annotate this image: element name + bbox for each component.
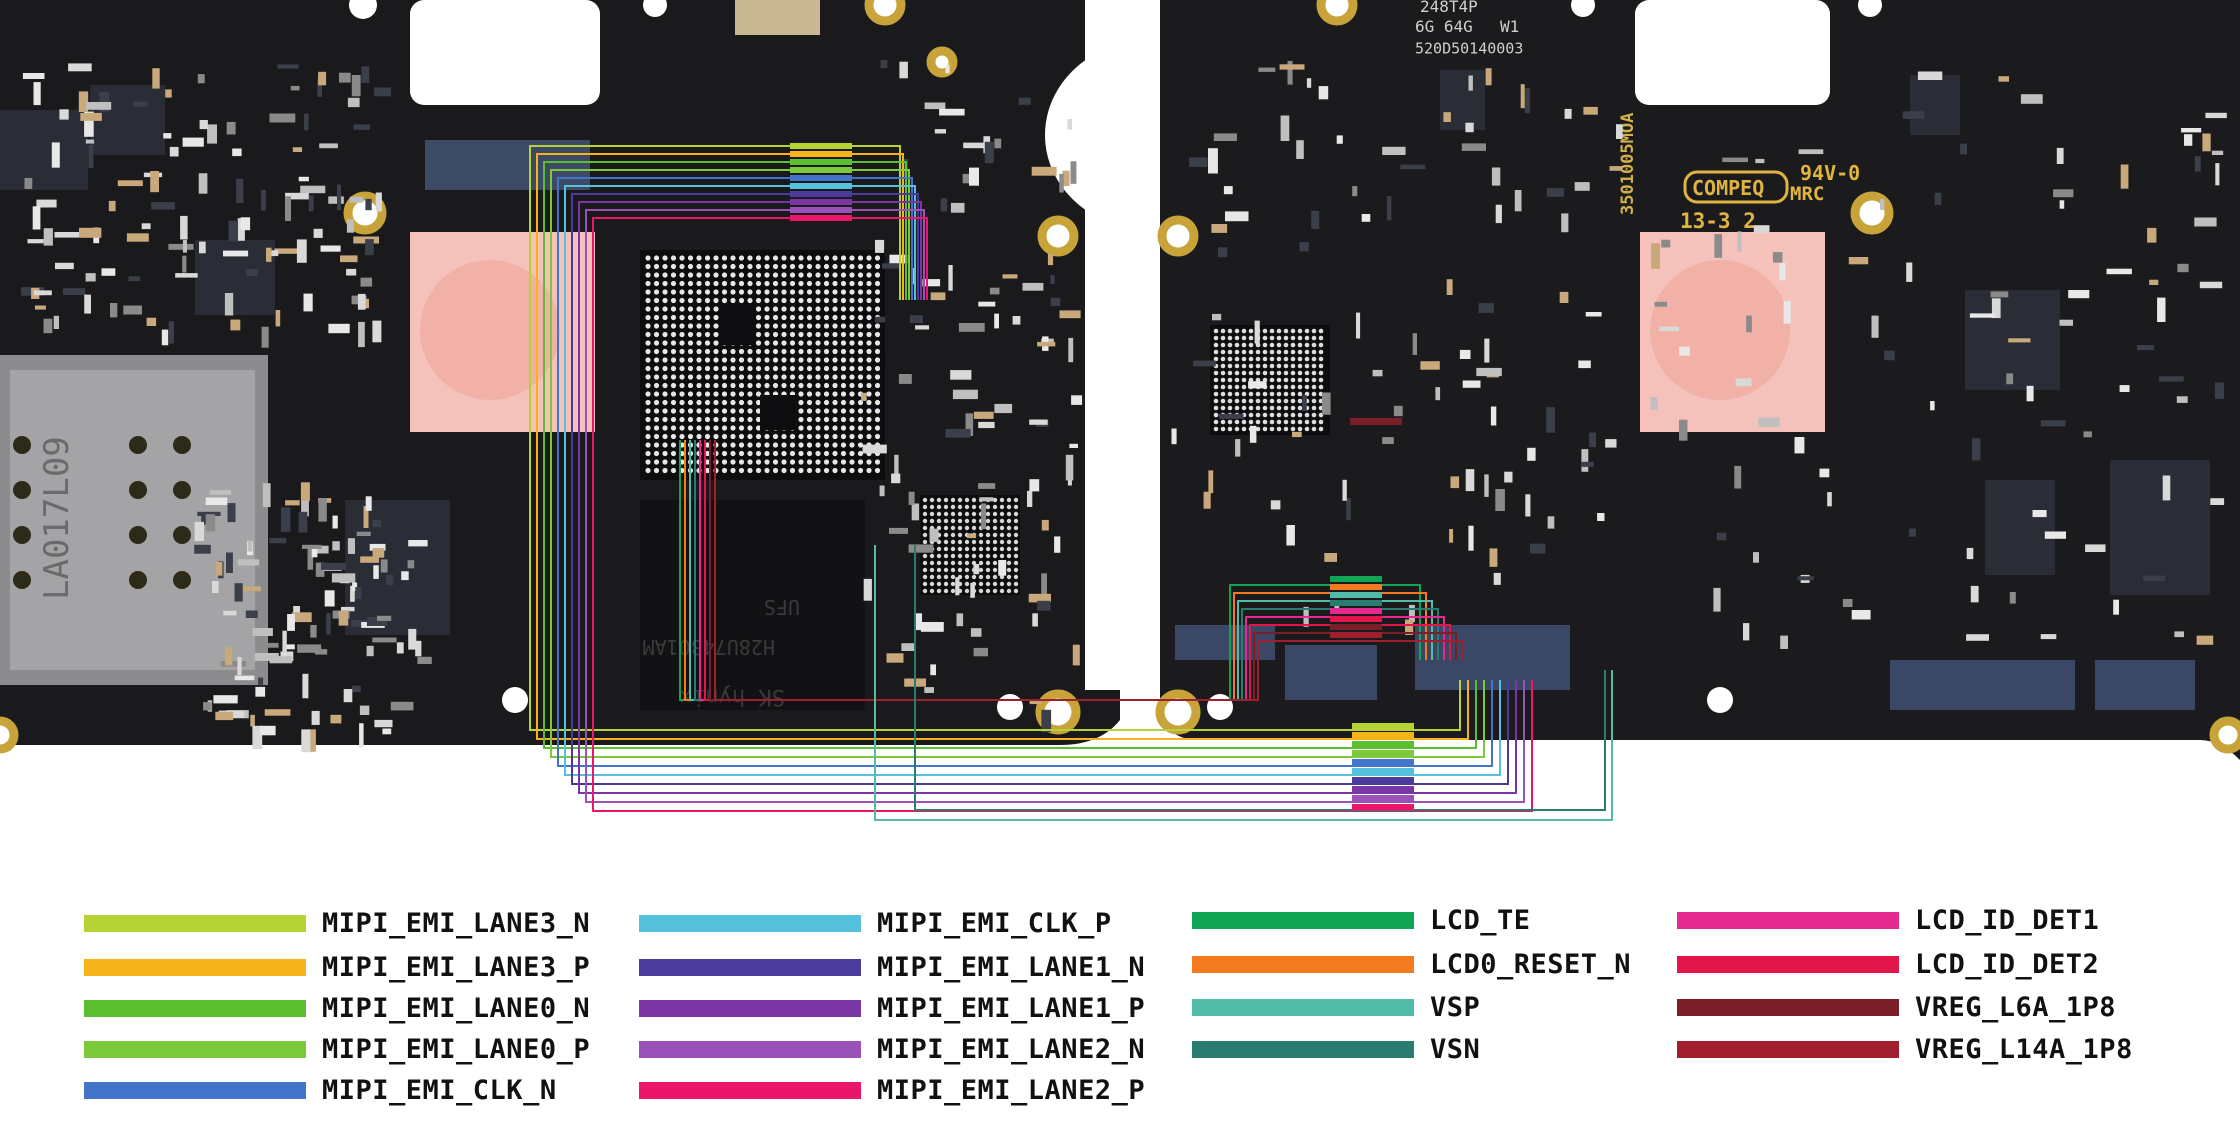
board-cert: 94V-0 xyxy=(1800,161,1860,185)
board-sku: 248T4P xyxy=(1420,0,1478,16)
legend-label: LCD_ID_DET1 xyxy=(1915,904,2100,936)
legend-label: VREG_L14A_1P8 xyxy=(1915,1033,2133,1065)
legend-label: MIPI_EMI_LANE3_N xyxy=(322,907,591,939)
flash-part-number: H28U74301AM xyxy=(643,635,775,659)
legend-label: MIPI_EMI_LANE1_N xyxy=(877,951,1146,983)
mounting-holes xyxy=(0,0,2240,754)
legend-item: MIPI_EMI_LANE2_P xyxy=(639,1073,1145,1107)
flash-type: UFS xyxy=(764,595,800,619)
board-mem: 6G 64G xyxy=(1415,17,1473,36)
legend-swatch xyxy=(84,999,306,1017)
legend-swatch xyxy=(1192,911,1414,929)
legend-item: MIPI_EMI_CLK_P xyxy=(639,906,1112,940)
legend-swatch xyxy=(1677,1040,1899,1058)
legend-label: MIPI_EMI_LANE3_P xyxy=(322,951,591,983)
board-variant: W1 xyxy=(1500,17,1519,36)
legend-item: VSN xyxy=(1192,1032,1480,1066)
legend-label: MIPI_EMI_LANE2_N xyxy=(877,1033,1146,1065)
net-tags xyxy=(790,143,1414,810)
legend-swatch xyxy=(1192,955,1414,973)
legend-swatch xyxy=(639,999,861,1017)
legend-label: MIPI_EMI_LANE2_P xyxy=(877,1074,1146,1106)
flash-brand: SK hynix xyxy=(679,684,785,709)
board-serial: 520D50140003 xyxy=(1415,40,1523,58)
legend-label: LCD0_RESET_N xyxy=(1430,948,1632,980)
legend-label: MIPI_EMI_CLK_P xyxy=(877,907,1112,939)
legend-item: MIPI_EMI_LANE1_N xyxy=(639,950,1145,984)
legend-item: LCD0_RESET_N xyxy=(1192,947,1631,981)
watermark-logo-right xyxy=(1650,260,1790,400)
legend-swatch xyxy=(84,914,306,932)
pmic-bga xyxy=(1210,325,1330,435)
legend-item: LCD_ID_DET1 xyxy=(1677,903,2099,937)
legend-swatch xyxy=(639,958,861,976)
board-part-number: 3501005MOA xyxy=(1618,113,1638,215)
legend-swatch xyxy=(1192,1040,1414,1058)
legend-swatch xyxy=(1192,998,1414,1016)
legend-item: MIPI_EMI_LANE2_N xyxy=(639,1032,1145,1066)
signal-legend: MIPI_EMI_LANE3_N MIPI_EMI_LANE3_P MIPI_E… xyxy=(0,890,2240,1120)
board-connectors xyxy=(425,0,2195,710)
legend-swatch xyxy=(1677,911,1899,929)
legend-label: LCD_TE xyxy=(1430,904,1531,936)
board-date: 13-3 2 xyxy=(1680,209,1756,233)
legend-item: VREG_L14A_1P8 xyxy=(1677,1032,2133,1066)
legend-item: MIPI_EMI_LANE0_N xyxy=(84,991,590,1025)
legend-swatch xyxy=(84,958,306,976)
legend-item: VSP xyxy=(1192,990,1480,1024)
sim-tray: LA017L09 xyxy=(0,355,268,685)
legend-swatch xyxy=(639,1081,861,1099)
legend-item: MIPI_EMI_LANE3_P xyxy=(84,950,590,984)
watermark-logo-left xyxy=(420,260,560,400)
legend-swatch xyxy=(1677,955,1899,973)
ufs-flash-chip: SK hynix H28U74301AM UFS xyxy=(640,500,865,710)
legend-item: MIPI_EMI_CLK_N xyxy=(84,1073,557,1107)
legend-swatch xyxy=(639,1040,861,1058)
legend-swatch xyxy=(639,914,861,932)
legend-label: VSN xyxy=(1430,1033,1481,1065)
legend-item: LCD_TE xyxy=(1192,903,1531,937)
soc-bga xyxy=(640,250,885,480)
audio-bga xyxy=(920,495,1020,595)
legend-item: MIPI_EMI_LANE3_N xyxy=(84,906,590,940)
legend-label: MIPI_EMI_LANE0_N xyxy=(322,992,591,1024)
legend-label: MIPI_EMI_LANE1_P xyxy=(877,992,1146,1024)
legend-item: MIPI_EMI_LANE1_P xyxy=(639,991,1145,1025)
board-silkscreen: 248T4P 6G 64G W1 520D50140003 3501005MOA… xyxy=(1415,0,1860,233)
signal-traces xyxy=(529,145,1613,821)
legend-swatch xyxy=(84,1040,306,1058)
legend-item: MIPI_EMI_LANE0_P xyxy=(84,1032,590,1066)
board-mrc: MRC xyxy=(1790,183,1824,205)
legend-label: VREG_L6A_1P8 xyxy=(1915,991,2117,1023)
legend-item: LCD_ID_DET2 xyxy=(1677,947,2099,981)
legend-label: MIPI_EMI_CLK_N xyxy=(322,1074,557,1106)
board-maker: COMPEQ xyxy=(1692,176,1764,200)
legend-label: MIPI_EMI_LANE0_P xyxy=(322,1033,591,1065)
sim-tray-label: LA017L09 xyxy=(37,436,77,600)
legend-label: VSP xyxy=(1430,991,1481,1023)
smd-components xyxy=(21,60,2227,753)
legend-swatch xyxy=(84,1081,306,1099)
legend-swatch xyxy=(1677,998,1899,1016)
legend-label: LCD_ID_DET2 xyxy=(1915,948,2100,980)
legend-item: VREG_L6A_1P8 xyxy=(1677,990,2116,1024)
